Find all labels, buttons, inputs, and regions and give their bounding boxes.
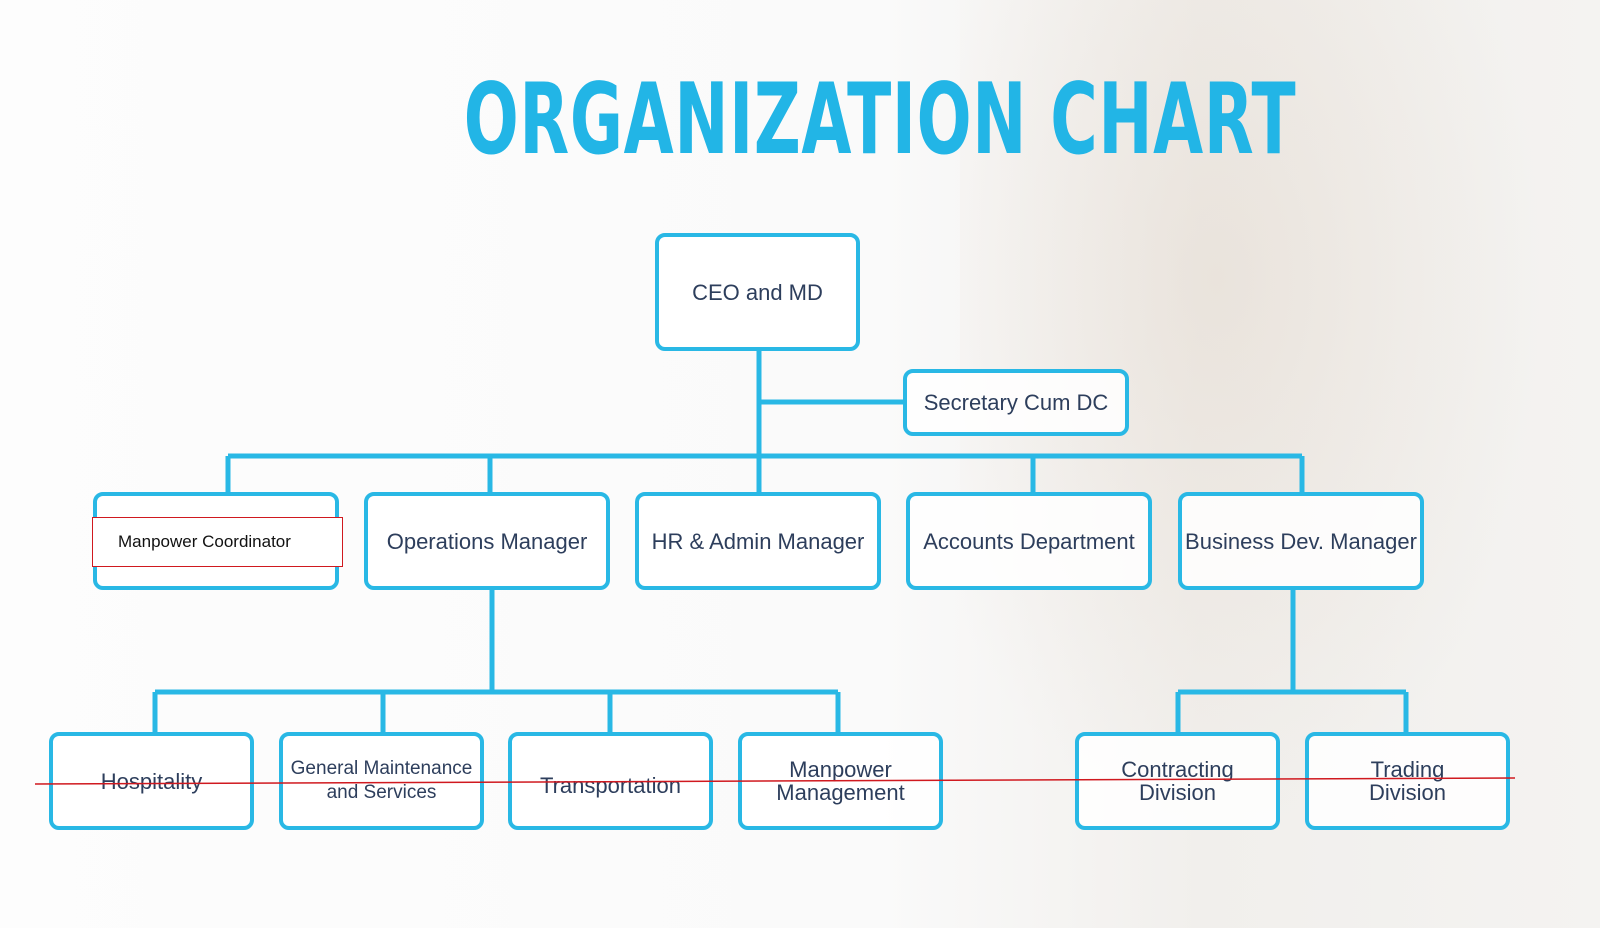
node-general-maintenance: General Maintenance and Services xyxy=(279,732,484,830)
business-connector xyxy=(1175,590,1409,732)
node-trading-division: Trading Division xyxy=(1305,732,1510,830)
node-hospitality: Hospitality xyxy=(49,732,254,830)
node-operations-manager: Operations Manager xyxy=(364,492,610,590)
ceo-connector xyxy=(756,351,903,492)
node-hr-admin-manager: HR & Admin Manager xyxy=(635,492,881,590)
node-ceo: CEO and MD xyxy=(655,233,860,351)
operations-connector xyxy=(152,590,841,732)
node-accounts-department: Accounts Department xyxy=(906,492,1152,590)
node-contracting-division: Contracting Division xyxy=(1075,732,1280,830)
page-title: ORGANIZATION CHART xyxy=(463,63,1297,177)
node-manpower-management: Manpower Management xyxy=(738,732,943,830)
node-transportation: Transportation xyxy=(508,732,713,830)
level2-connector xyxy=(225,453,1305,492)
node-secretary: Secretary Cum DC xyxy=(903,369,1129,436)
node-manpower-coordinator: Manpower Coordinator xyxy=(92,517,343,567)
node-business-dev-manager: Business Dev. Manager xyxy=(1178,492,1424,590)
